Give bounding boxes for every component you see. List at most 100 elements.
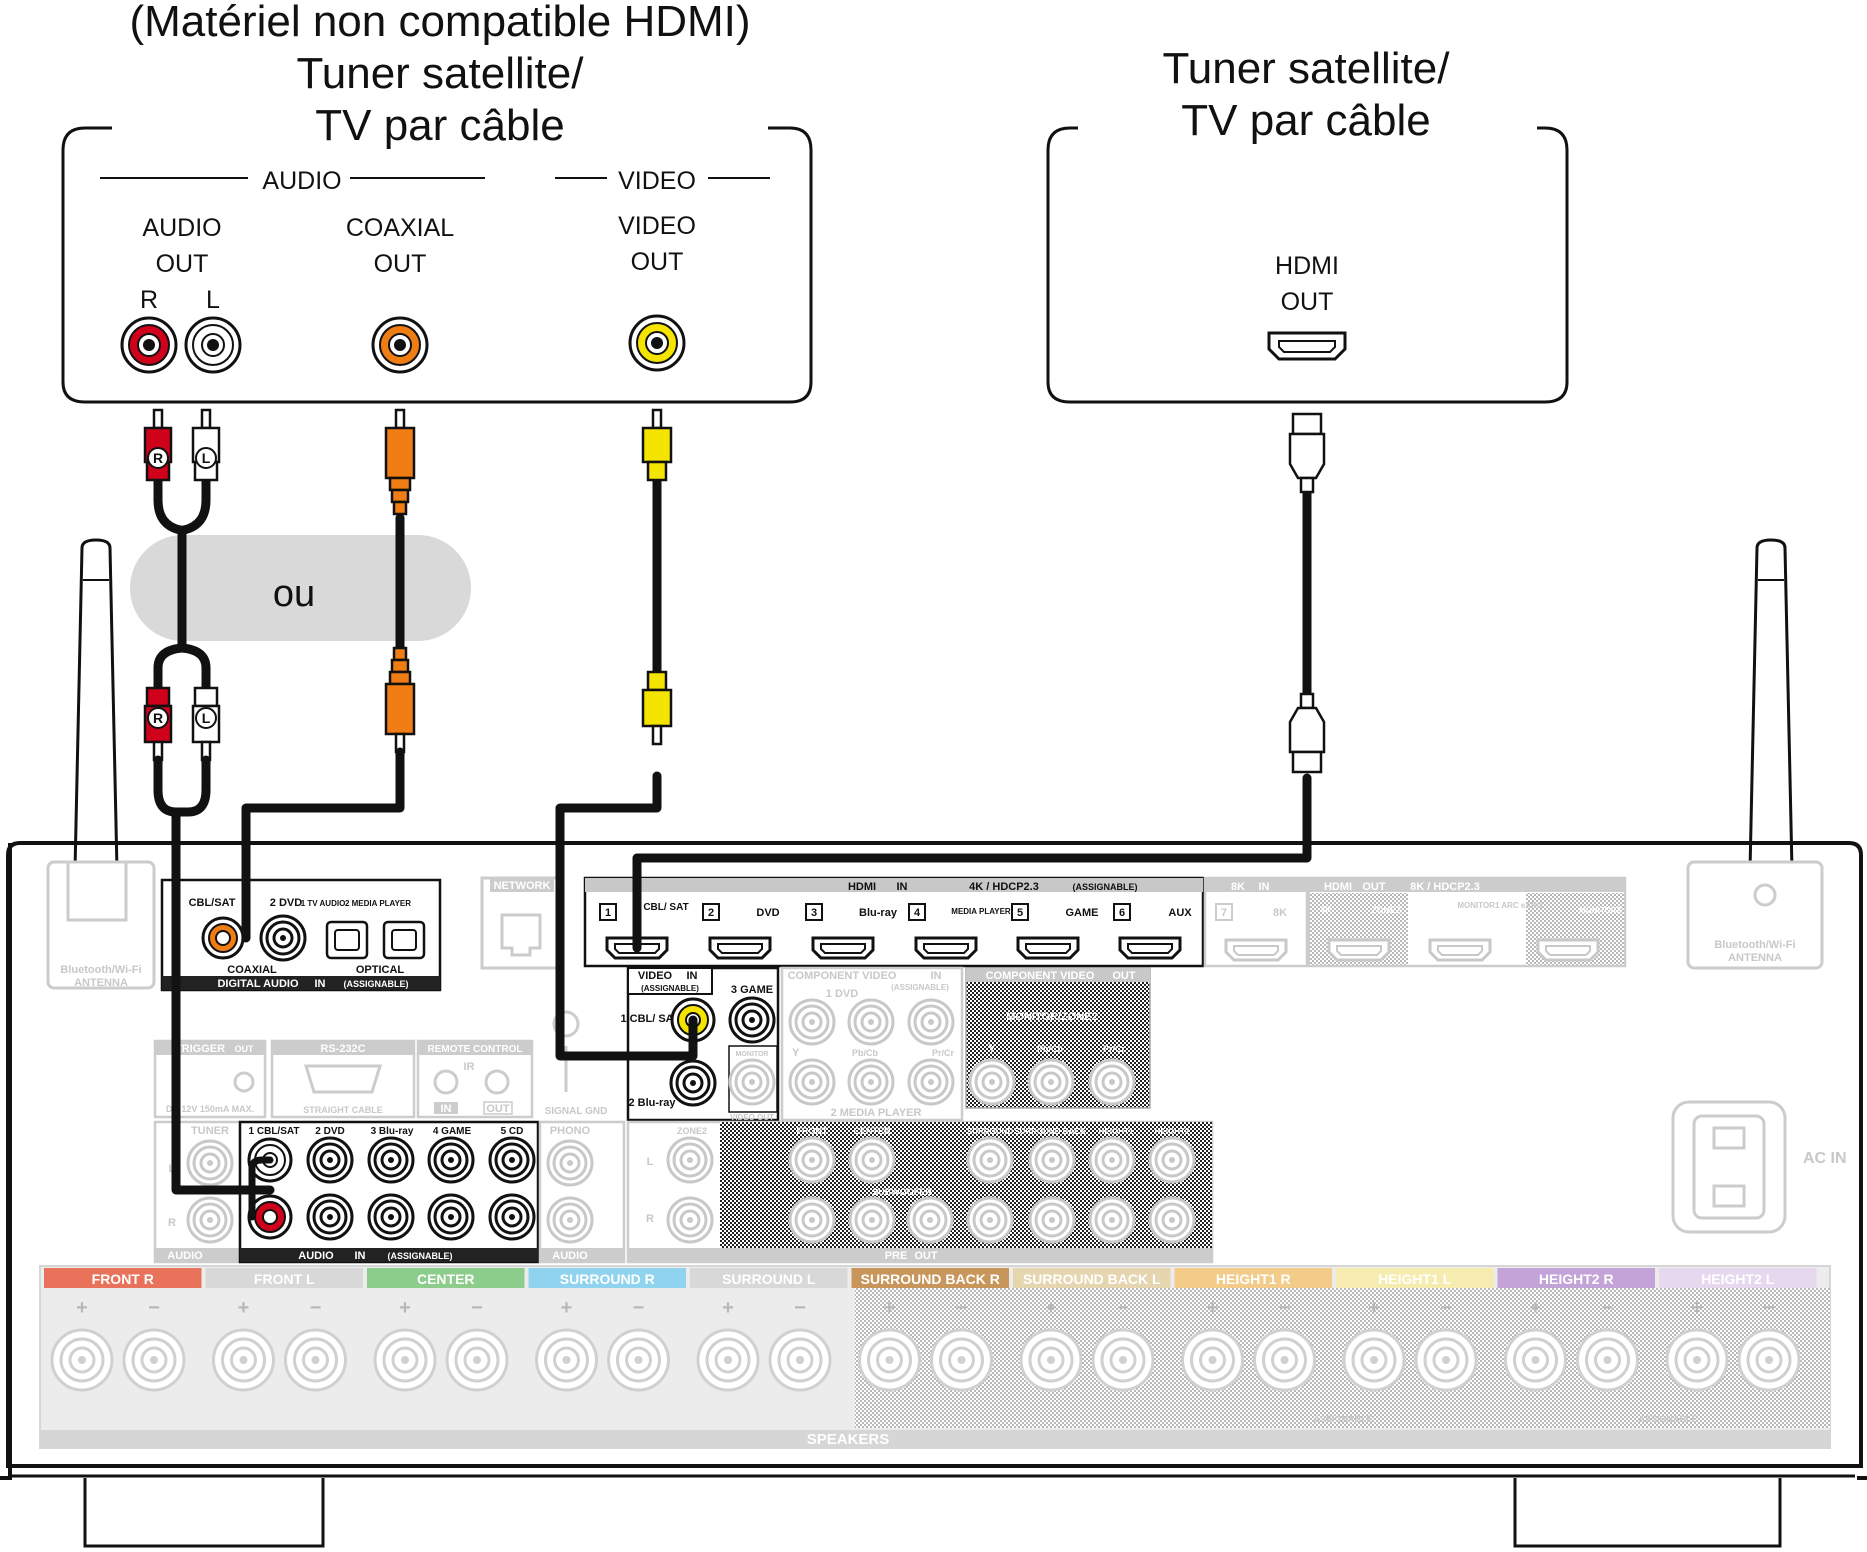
audio-out-r-label: R bbox=[140, 286, 158, 314]
rs232c-header: RS-232C bbox=[320, 1043, 365, 1055]
hdmi-in-2-label: DVD bbox=[756, 907, 779, 919]
speaker-assignable-2: ASSIGNABLE bbox=[1638, 1414, 1697, 1424]
speaker-minus-sign: − bbox=[148, 1297, 160, 1319]
rca-r-route bbox=[171, 807, 275, 1195]
rs232c-note: STRAIGHT CABLE bbox=[303, 1105, 383, 1115]
speaker-minus-sign: − bbox=[633, 1297, 645, 1319]
hdmi-in-in: IN bbox=[897, 881, 908, 893]
video-out-label-2: OUT bbox=[631, 248, 684, 276]
hdmi-out-label-1: HDMI bbox=[1275, 252, 1339, 280]
hdmi-in-5-num: 5 bbox=[1017, 907, 1023, 919]
digital-audio-assignable: (ASSIGNABLE) bbox=[344, 979, 409, 989]
network-label: NETWORK bbox=[494, 880, 551, 892]
hdmi-out-monitor1-port bbox=[1428, 938, 1492, 962]
right-title-line-2: TV par câble bbox=[1181, 96, 1430, 145]
hdmi-out-monitor2-port bbox=[1536, 938, 1600, 962]
speaker-plus-sign: + bbox=[1691, 1297, 1703, 1319]
speaker-minus-sign: − bbox=[1440, 1297, 1452, 1319]
speaker-plus-sign: + bbox=[1530, 1297, 1542, 1319]
audio-out-label-2: OUT bbox=[156, 250, 209, 278]
speaker-plus-sign: + bbox=[76, 1297, 88, 1319]
speaker-post-plus bbox=[1181, 1328, 1244, 1392]
speaker-terminal-band bbox=[367, 1268, 525, 1288]
speaker-post-minus bbox=[1091, 1328, 1155, 1392]
speaker-terminal-10: HEIGHT2 R+− bbox=[1497, 1268, 1655, 1392]
rca-r-plug-bottom-mark: R bbox=[153, 710, 163, 726]
digital-in-2-label: 2 DVD bbox=[270, 897, 302, 909]
speaker-terminals: FRONT R+−FRONT L+−CENTER+−SURROUND R+−SU… bbox=[39, 1265, 1831, 1449]
foot-left bbox=[83, 1478, 325, 1548]
hdmi-in-7-label: 8K bbox=[1273, 907, 1287, 919]
rca-l-plug-bottom: L bbox=[191, 686, 221, 762]
digital-audio-block: DIGITAL AUDIO IN (ASSIGNABLE) CBL/SAT 2 … bbox=[160, 878, 442, 992]
speaker-post-plus bbox=[1504, 1328, 1567, 1392]
pre-out-subwoofer: SUBWOOFER bbox=[872, 1187, 932, 1197]
antenna-right-label-1: Bluetooth/Wi-Fi bbox=[1714, 939, 1795, 951]
hdmi-8k-in: IN bbox=[1259, 881, 1270, 893]
speaker-terminal-label: HEIGHT1 R bbox=[1216, 1271, 1291, 1287]
pre-out-zone2: ZONE2 bbox=[677, 1126, 707, 1136]
hdmi-in-3-label: Blu-ray bbox=[859, 907, 898, 919]
speaker-terminal-label: SURROUND BACK R bbox=[861, 1271, 1000, 1287]
signal-gnd-label: SIGNAL GND bbox=[545, 1106, 608, 1117]
hdmi-in-7-num: 7 bbox=[1221, 907, 1227, 919]
hdmi-in-6-port bbox=[1118, 936, 1182, 960]
speaker-terminal-label: HEIGHT1 L bbox=[1378, 1271, 1452, 1287]
audio-out-label-1: AUDIO bbox=[142, 214, 221, 242]
speaker-post-minus bbox=[122, 1328, 186, 1392]
pre-out-block: PRE OUT ZONE2 FRONT CENTER SURROUND SURR… bbox=[626, 1120, 1214, 1264]
hdmi-plug-top bbox=[1288, 412, 1326, 494]
speaker-post-minus bbox=[1576, 1328, 1639, 1392]
component-in-in: IN bbox=[931, 970, 942, 982]
digital-audio-in: IN bbox=[315, 978, 326, 990]
speaker-post-plus bbox=[1342, 1328, 1406, 1392]
speaker-post-minus bbox=[1253, 1328, 1316, 1392]
digital-coax-in-1 bbox=[201, 916, 245, 960]
speaker-post-plus bbox=[373, 1328, 437, 1392]
rca-l-lead-top bbox=[179, 475, 211, 535]
phono-label: PHONO bbox=[550, 1125, 591, 1137]
ac-in-label: AC IN bbox=[1803, 1150, 1847, 1167]
video-in-3-jack bbox=[728, 996, 776, 1044]
hdmi-out-out: OUT bbox=[1362, 881, 1386, 893]
video-in-3-label: 3 GAME bbox=[731, 984, 773, 996]
digital-in-1-label: CBL/SAT bbox=[189, 897, 236, 909]
pre-out-height1: HEIGHT1 bbox=[1099, 1127, 1134, 1136]
speaker-plus-sign: + bbox=[884, 1297, 896, 1319]
optical-in-1 bbox=[325, 920, 369, 960]
hdmi-in-1-label: CBL/ SAT bbox=[643, 902, 688, 913]
speakers-footer: SPEAKERS bbox=[807, 1431, 890, 1448]
antenna-socket-left: Bluetooth/Wi-Fi ANTENNA bbox=[46, 860, 156, 990]
hdmi-in-assignable: (ASSIGNABLE) bbox=[1073, 882, 1138, 892]
hdmi-out-header: HDMI bbox=[1324, 881, 1352, 893]
speaker-terminal-9: HEIGHT1 L+− bbox=[1336, 1268, 1494, 1392]
video-route bbox=[555, 771, 698, 1061]
rca-l-lead-bottom bbox=[177, 643, 211, 693]
video-monitor-jack bbox=[728, 1058, 776, 1106]
speaker-terminal-2: FRONT L+− bbox=[205, 1268, 363, 1392]
digital-optical-label: OPTICAL bbox=[356, 964, 405, 976]
ac-in: AC IN bbox=[1671, 1100, 1847, 1234]
speaker-post-minus bbox=[445, 1328, 509, 1392]
source-device-right: Tuner satellite/ TV par câble HDMI OUT bbox=[1046, 44, 1569, 404]
left-title-line-2: Tuner satellite/ bbox=[297, 49, 585, 98]
hdmi-in-2-num: 2 bbox=[708, 907, 714, 919]
audio-in-assignable: (ASSIGNABLE) bbox=[388, 1251, 453, 1261]
component-in-pr: Pr/Cr bbox=[932, 1048, 955, 1058]
hdmi-in-3-port bbox=[811, 936, 875, 960]
speaker-terminal-band bbox=[1336, 1268, 1494, 1288]
speaker-terminal-3: CENTER+− bbox=[367, 1268, 525, 1392]
component-out-out: OUT bbox=[1112, 970, 1136, 982]
component-out-sub: MONITOR/ZONE2 bbox=[1006, 1011, 1097, 1023]
audio-out-r-jack bbox=[120, 316, 178, 374]
audio-in-3-label: 3 Blu-ray bbox=[371, 1126, 414, 1137]
speaker-minus-sign: − bbox=[1602, 1297, 1614, 1319]
speaker-post-minus bbox=[768, 1328, 832, 1392]
cables-lower bbox=[153, 747, 1312, 1221]
video-in-1-label: 1 CBL/ SAT bbox=[620, 1013, 679, 1025]
speaker-post-minus bbox=[607, 1328, 670, 1392]
component-out-y: Y bbox=[988, 1043, 996, 1055]
digital-coax-in-2 bbox=[259, 914, 307, 962]
pre-out-footer: PRE bbox=[885, 1250, 908, 1262]
rca-r-lead-bottom bbox=[153, 643, 187, 693]
